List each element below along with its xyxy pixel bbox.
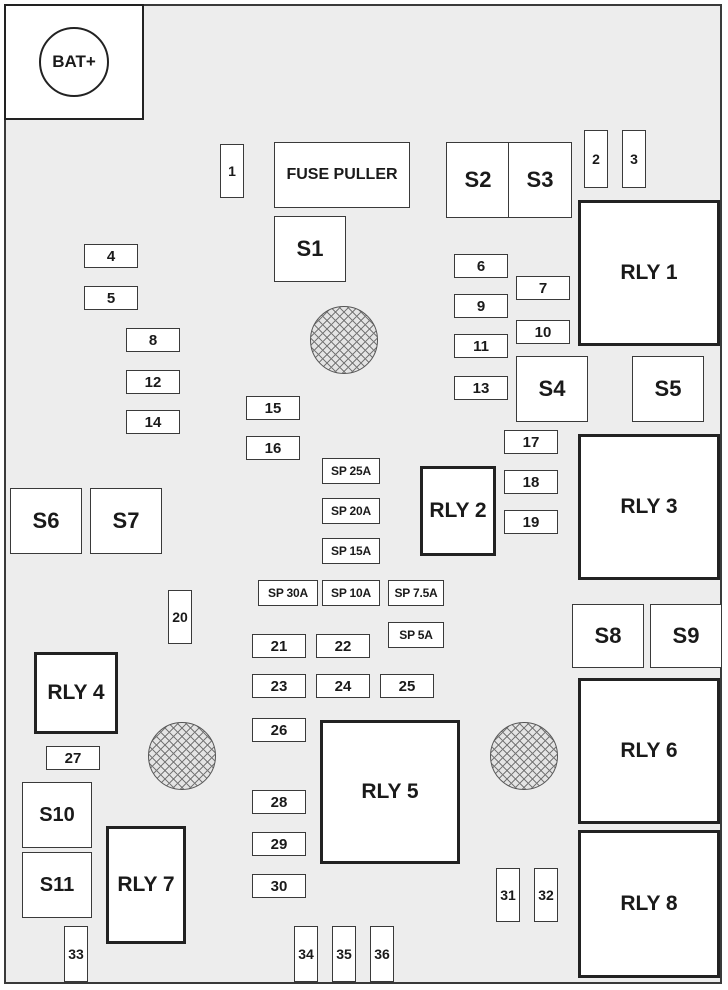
fuse-27: 27 <box>46 746 100 770</box>
fuse-7: 7 <box>516 276 570 300</box>
spare-20a: SP 20A <box>322 498 380 524</box>
spare-15a: SP 15A <box>322 538 380 564</box>
fuse-6: 6 <box>454 254 508 278</box>
fuse-28: 28 <box>252 790 306 814</box>
fuse-9: 9 <box>454 294 508 318</box>
spare-30a: SP 30A <box>258 580 318 606</box>
splice-s7: S7 <box>90 488 162 554</box>
spare-7-5a: SP 7.5A <box>388 580 444 606</box>
splice-s6: S6 <box>10 488 82 554</box>
fuse-8: 8 <box>126 328 180 352</box>
fuse-25: 25 <box>380 674 434 698</box>
relay-2: RLY 2 <box>420 466 496 556</box>
fuse-20: 20 <box>168 590 192 644</box>
fuse-16: 16 <box>246 436 300 460</box>
fuse-31: 31 <box>496 868 520 922</box>
fuse-4: 4 <box>84 244 138 268</box>
mounting-hole-right <box>490 722 558 790</box>
fuse-35: 35 <box>332 926 356 982</box>
battery-terminal: BAT+ <box>4 4 144 120</box>
fuse-23: 23 <box>252 674 306 698</box>
fuse-19: 19 <box>504 510 558 534</box>
relay-8: RLY 8 <box>578 830 720 978</box>
splice-s4: S4 <box>516 356 588 422</box>
fuse-15: 15 <box>246 396 300 420</box>
splice-s10: S10 <box>22 782 92 848</box>
relay-5: RLY 5 <box>320 720 460 864</box>
spare-25a: SP 25A <box>322 458 380 484</box>
fuse-29: 29 <box>252 832 306 856</box>
fuse-18: 18 <box>504 470 558 494</box>
relay-4: RLY 4 <box>34 652 118 734</box>
fuse-10: 10 <box>516 320 570 344</box>
relay-7: RLY 7 <box>106 826 186 944</box>
fuse-2: 2 <box>584 130 608 188</box>
fuse-12: 12 <box>126 370 180 394</box>
relay-1: RLY 1 <box>578 200 720 346</box>
spare-5a: SP 5A <box>388 622 444 648</box>
fuse-30: 30 <box>252 874 306 898</box>
fuse-puller: FUSE PULLER <box>274 142 410 208</box>
battery-label: BAT+ <box>39 27 109 97</box>
fuse-21: 21 <box>252 634 306 658</box>
splice-s2: S2 <box>446 142 510 218</box>
fuse-33: 33 <box>64 926 88 982</box>
fuse-17: 17 <box>504 430 558 454</box>
fuse-14: 14 <box>126 410 180 434</box>
splice-s11: S11 <box>22 852 92 918</box>
fuse-32: 32 <box>534 868 558 922</box>
fuse-22: 22 <box>316 634 370 658</box>
splice-s5: S5 <box>632 356 704 422</box>
splice-s3: S3 <box>508 142 572 218</box>
mounting-hole-top <box>310 306 378 374</box>
fuse-box-diagram: BAT+ 1 FUSE PULLER S1 S2 S3 2 3 RLY 1 4 … <box>4 4 722 984</box>
fuse-26: 26 <box>252 718 306 742</box>
fuse-13: 13 <box>454 376 508 400</box>
mounting-hole-left <box>148 722 216 790</box>
splice-s1: S1 <box>274 216 346 282</box>
relay-3: RLY 3 <box>578 434 720 580</box>
splice-s9: S9 <box>650 604 722 668</box>
splice-s8: S8 <box>572 604 644 668</box>
fuse-5: 5 <box>84 286 138 310</box>
fuse-36: 36 <box>370 926 394 982</box>
fuse-24: 24 <box>316 674 370 698</box>
fuse-11: 11 <box>454 334 508 358</box>
fuse-1: 1 <box>220 144 244 198</box>
relay-6: RLY 6 <box>578 678 720 824</box>
fuse-3: 3 <box>622 130 646 188</box>
fuse-34: 34 <box>294 926 318 982</box>
spare-10a: SP 10A <box>322 580 380 606</box>
